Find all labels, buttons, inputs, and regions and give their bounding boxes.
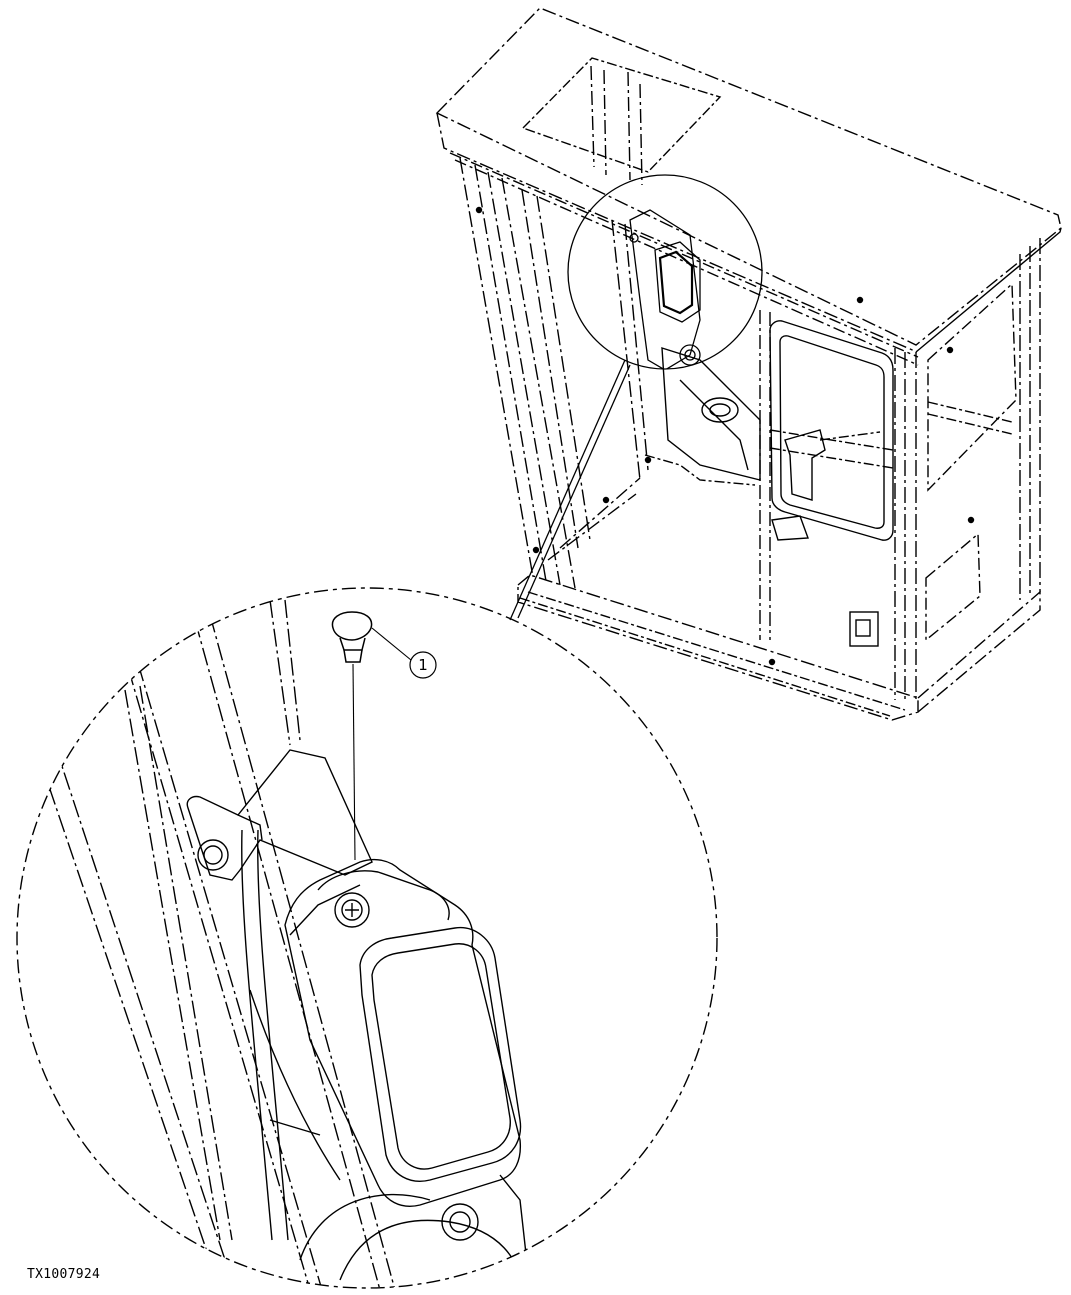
callout-1-number: 1 — [418, 656, 428, 674]
cab-frame — [435, 7, 1062, 721]
figure-id-label: TX1007924 — [27, 1267, 101, 1282]
enlarged-detail-view — [16, 587, 718, 1289]
detail-reference-circle — [509, 174, 763, 621]
plug-part — [331, 611, 412, 861]
callout-1: 1 — [409, 651, 437, 679]
